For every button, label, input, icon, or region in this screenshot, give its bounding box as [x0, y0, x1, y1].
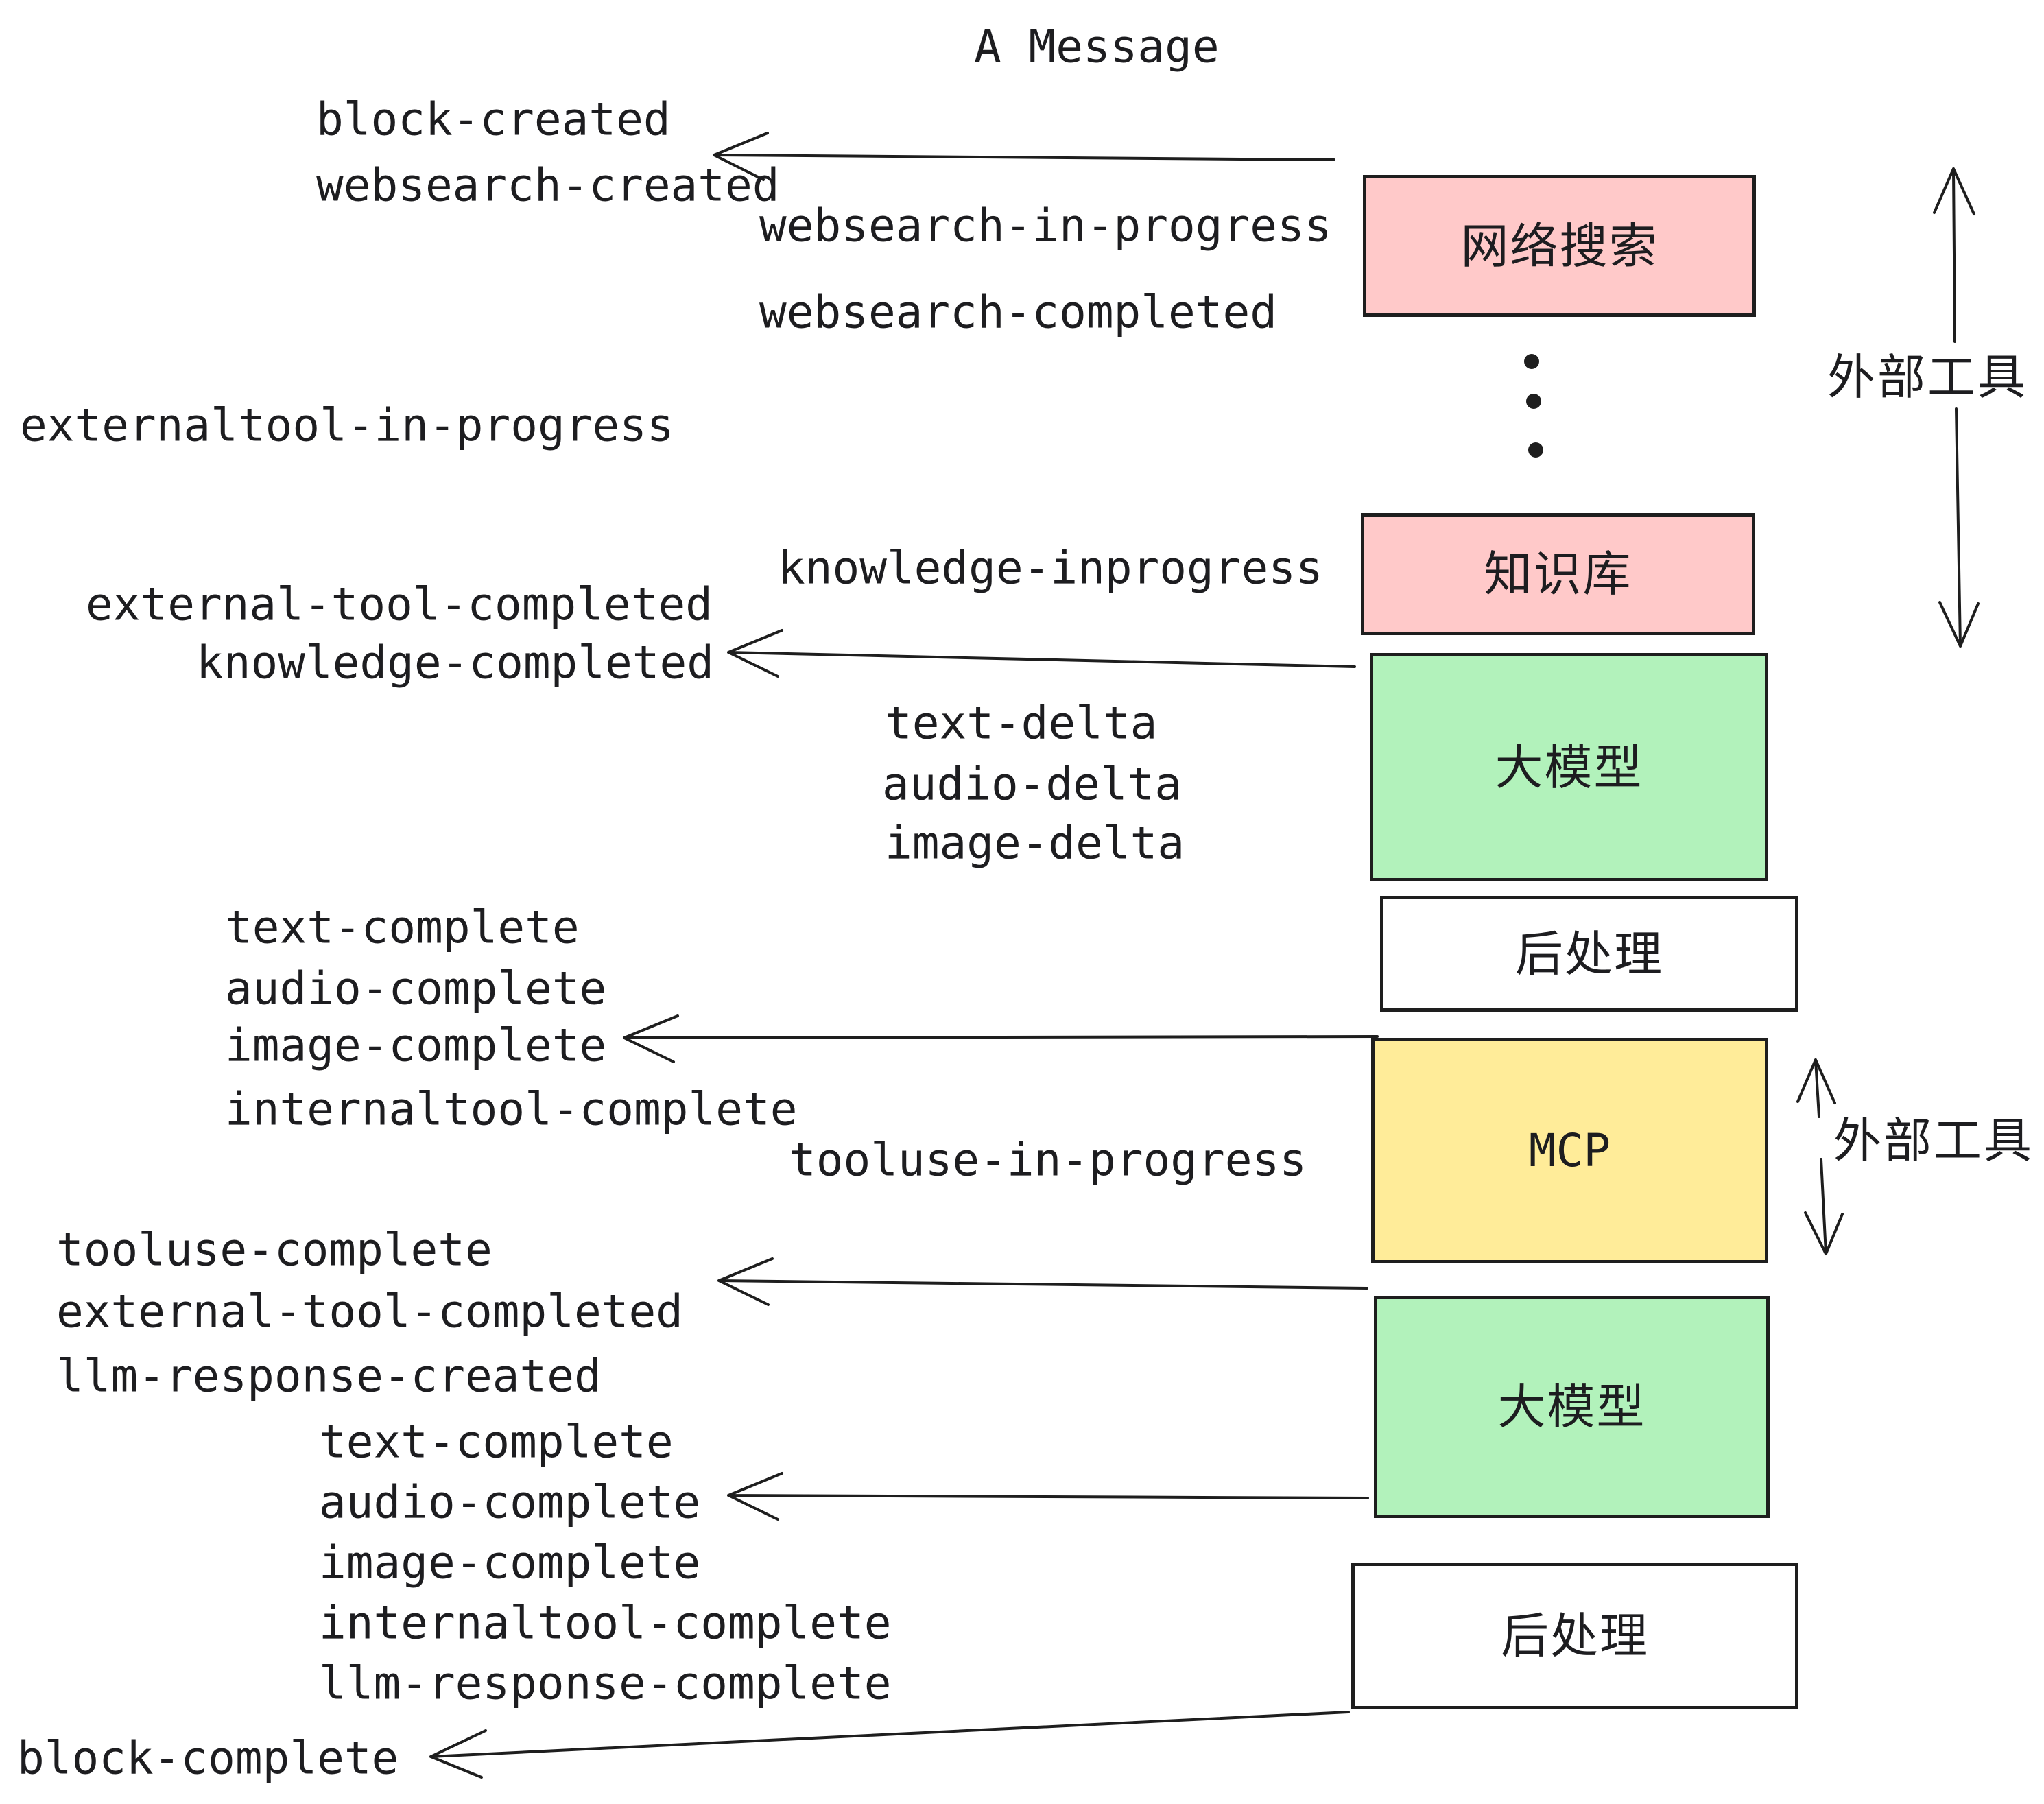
event-websearch-completed: websearch-completed: [759, 285, 1277, 339]
arrow-to-block-created-icon: [713, 132, 1335, 181]
arrow-to-image-complete-icon: [623, 1014, 1379, 1063]
box-llm-first-label: 大模型: [1495, 739, 1643, 796]
event-websearch-in-progress: websearch-in-progress: [759, 199, 1332, 252]
ellipsis-dots-icon: [1524, 354, 1543, 458]
event-external-tool-completed-2: external-tool-completed: [56, 1285, 683, 1338]
arrow-to-external-tool-completed-icon: [717, 1257, 1368, 1306]
external-tools-double-arrow-top-icon: [1933, 167, 1980, 648]
box-llm-first: 大模型: [1370, 653, 1768, 881]
box-llm-second: 大模型: [1374, 1296, 1770, 1518]
event-block-complete: block-complete: [17, 1731, 399, 1785]
event-internaltool-complete: internaltool-complete: [225, 1082, 798, 1136]
box-postprocess-first-label: 后处理: [1515, 925, 1663, 982]
event-llm-response-created: llm-response-created: [56, 1349, 602, 1403]
event-knowledge-completed: knowledge-completed: [196, 636, 714, 689]
event-image-delta: image-delta: [885, 816, 1185, 870]
box-mcp: MCP: [1371, 1038, 1768, 1263]
event-text-complete: text-complete: [225, 901, 580, 954]
diagram-title: A Message: [974, 20, 1220, 73]
event-internaltool-complete-2: internaltool-complete: [319, 1596, 892, 1650]
event-image-complete-2: image-complete: [319, 1536, 701, 1589]
box-llm-second-label: 大模型: [1497, 1379, 1646, 1435]
box-postprocess-second-label: 后处理: [1501, 1608, 1649, 1664]
event-tooluse-complete: tooluse-complete: [56, 1223, 492, 1277]
event-llm-response-complete: llm-response-complete: [319, 1657, 892, 1710]
external-tools-annotation-top: 外部工具: [1827, 349, 2028, 405]
box-websearch-label: 网络搜索: [1460, 217, 1659, 274]
event-tooluse-in-progress: tooluse-in-progress: [789, 1133, 1307, 1187]
event-knowledge-inprogress: knowledge-inprogress: [778, 541, 1323, 595]
external-tools-double-arrow-bottom-icon: [1796, 1058, 1844, 1255]
event-audio-complete-2: audio-complete: [319, 1475, 701, 1529]
event-externaltool-in-progress: externaltool-in-progress: [20, 399, 674, 452]
arrow-to-block-complete-icon: [429, 1711, 1350, 1779]
box-knowledge: 知识库: [1361, 513, 1755, 635]
event-audio-delta: audio-delta: [882, 757, 1183, 811]
event-audio-complete: audio-complete: [225, 962, 607, 1015]
arrow-to-knowledge-completed-icon: [727, 629, 1356, 678]
box-postprocess-first: 后处理: [1380, 896, 1798, 1012]
event-block-created: block-created: [316, 93, 671, 146]
event-external-tool-completed: external-tool-completed: [86, 578, 713, 631]
event-text-delta: text-delta: [885, 696, 1158, 750]
box-websearch: 网络搜索: [1363, 175, 1756, 317]
external-tools-annotation-bottom: 外部工具: [1833, 1113, 2034, 1169]
arrow-to-audio-complete-icon: [727, 1472, 1369, 1521]
event-image-complete: image-complete: [225, 1019, 607, 1072]
box-mcp-label: MCP: [1528, 1124, 1611, 1177]
box-knowledge-label: 知识库: [1484, 546, 1632, 602]
box-postprocess-second: 后处理: [1351, 1563, 1798, 1709]
event-websearch-created: websearch-created: [316, 158, 780, 212]
event-text-complete-2: text-complete: [319, 1415, 674, 1469]
